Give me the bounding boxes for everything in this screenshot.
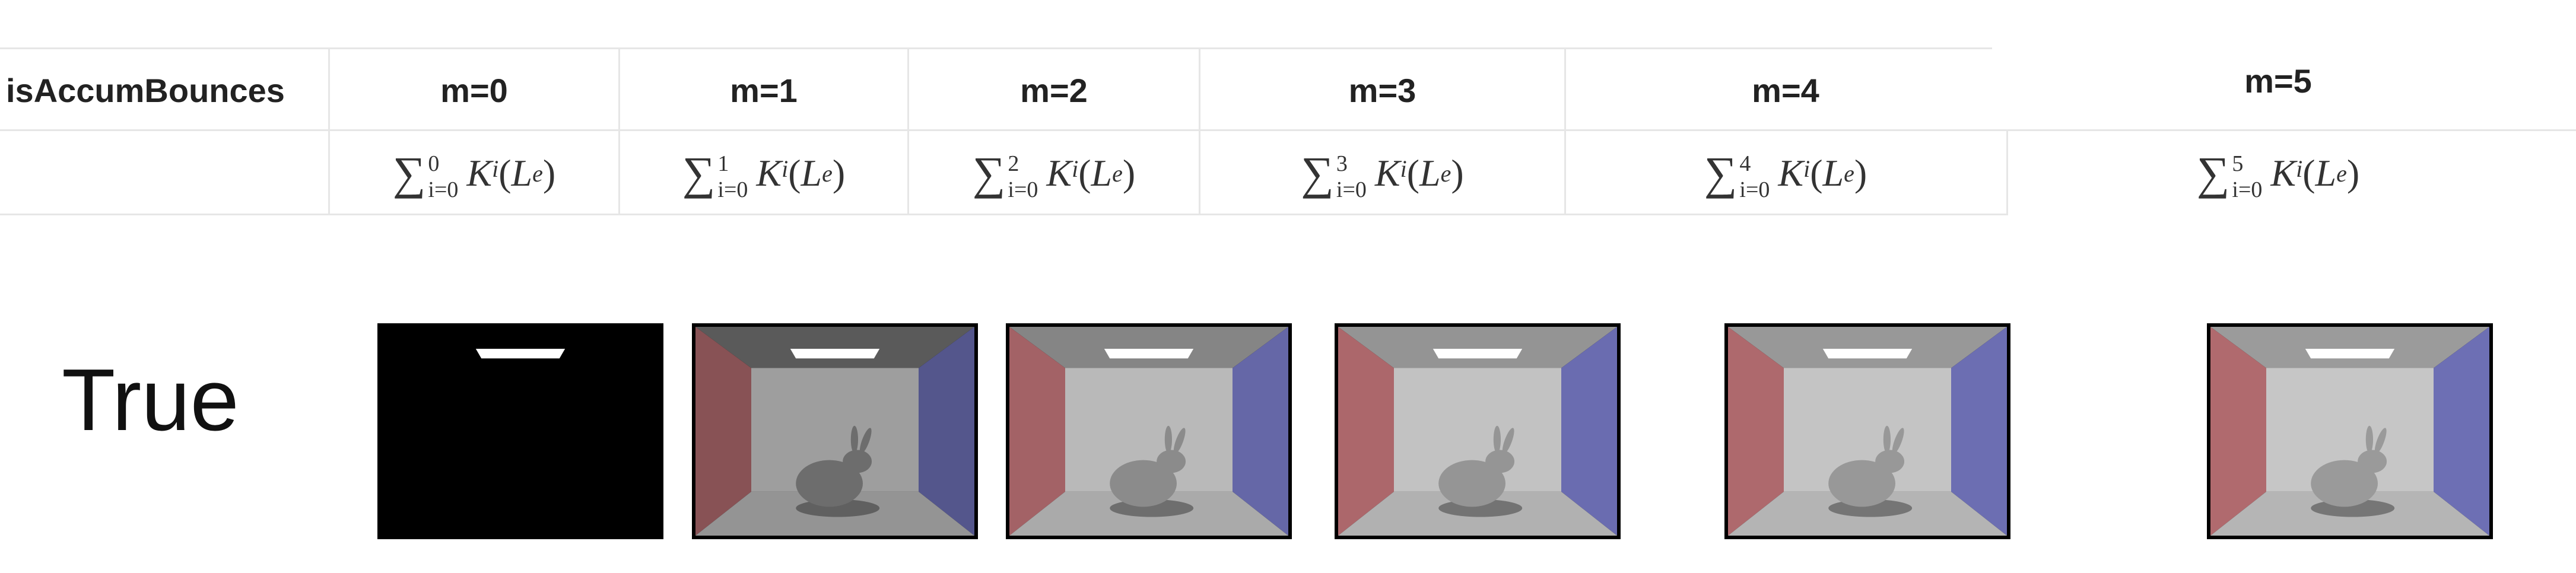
render-scene	[1338, 327, 1617, 536]
bunny-head	[1875, 450, 1905, 473]
header-m3: m=3	[1348, 71, 1416, 109]
render-m0	[377, 323, 663, 539]
ceiling	[2210, 327, 2489, 368]
bunny-ear	[2374, 428, 2387, 454]
formula-upper: 4	[1739, 151, 1751, 176]
formula-lower: i=0	[717, 177, 748, 202]
header-m5: m=5	[2244, 62, 2312, 100]
ceiling-light	[475, 349, 566, 359]
row-label-true: True	[62, 351, 239, 449]
ceiling	[695, 327, 974, 368]
right-wall	[1561, 327, 1617, 536]
header-m1: m=1	[730, 71, 798, 109]
left-wall	[1728, 327, 1784, 536]
bunny-ear	[1173, 428, 1186, 454]
render-scene	[1009, 327, 1288, 536]
col-divider-6	[2006, 130, 2008, 215]
bunny-head	[1157, 450, 1186, 473]
header-m0: m=0	[440, 71, 508, 109]
col-divider-2	[618, 47, 620, 215]
col-divider-5	[1564, 47, 1566, 215]
floor	[1009, 491, 1288, 536]
formula-upper: 1	[717, 151, 729, 176]
table-top-border	[0, 47, 1992, 49]
scene-background	[381, 327, 660, 536]
table-bottom-border	[0, 214, 2008, 215]
render-m5	[2207, 323, 2493, 539]
left-wall	[1338, 327, 1394, 536]
formula-lower: i=0	[1336, 177, 1367, 202]
bunny-ear	[1164, 425, 1173, 454]
render-m4	[1724, 323, 2010, 539]
formula-upper: 0	[428, 151, 440, 176]
ceiling-light	[790, 349, 880, 359]
formula-upper: 2	[1008, 151, 1019, 176]
ceiling	[1728, 327, 2007, 368]
bunny-ear	[1493, 425, 1501, 454]
bunny-head	[2358, 450, 2387, 473]
ceiling-light	[1432, 349, 1523, 359]
bunny-ear	[1892, 428, 1904, 454]
col-divider-1	[328, 47, 330, 215]
header-isaccumbounces: isAccumBounces	[6, 71, 285, 109]
formula-upper: 5	[2232, 151, 2244, 176]
bunny-ear	[1502, 428, 1514, 454]
bunny-ear	[850, 425, 859, 454]
right-wall	[2434, 327, 2489, 536]
floor	[2210, 491, 2489, 536]
render-scene	[1728, 327, 2007, 536]
bunny-ear	[859, 428, 872, 454]
right-wall	[1233, 327, 1288, 536]
header-m4: m=4	[1752, 71, 1819, 109]
formula-lower: i=0	[2232, 177, 2263, 202]
render-scene	[695, 327, 974, 536]
bunny-ear	[2365, 425, 2374, 454]
render-m3	[1335, 323, 1621, 539]
bunny-head	[843, 450, 872, 473]
right-wall	[1951, 327, 2007, 536]
floor	[1728, 491, 2007, 536]
render-scene	[381, 327, 660, 536]
left-wall	[695, 327, 751, 536]
table-mid-border	[0, 129, 2576, 131]
render-m2	[1006, 323, 1292, 539]
bunny-body	[1828, 460, 1895, 507]
bunny-body	[796, 460, 863, 507]
render-scene	[2210, 327, 2489, 536]
render-m1	[692, 323, 978, 539]
ceiling	[1338, 327, 1617, 368]
right-wall	[919, 327, 974, 536]
formula-upper: 3	[1336, 151, 1348, 176]
ceiling-light	[1822, 349, 1913, 359]
ceiling	[1009, 327, 1288, 368]
col-divider-4	[1199, 47, 1200, 215]
ceiling-light	[2305, 349, 2395, 359]
formula-lower: i=0	[1008, 177, 1038, 202]
bunny-ear	[1883, 425, 1891, 454]
bunny-body	[2311, 460, 2378, 507]
bunny-head	[1485, 450, 1515, 473]
bunny-body	[1438, 460, 1505, 507]
header-m2: m=2	[1020, 71, 1088, 109]
col-divider-3	[907, 47, 909, 215]
formula-lower: i=0	[1739, 177, 1770, 202]
floor	[1338, 491, 1617, 536]
ceiling-light	[1104, 349, 1194, 359]
left-wall	[1009, 327, 1065, 536]
bunny-body	[1110, 460, 1177, 507]
floor	[695, 491, 974, 536]
formula-lower: i=0	[428, 177, 459, 202]
left-wall	[2210, 327, 2266, 536]
